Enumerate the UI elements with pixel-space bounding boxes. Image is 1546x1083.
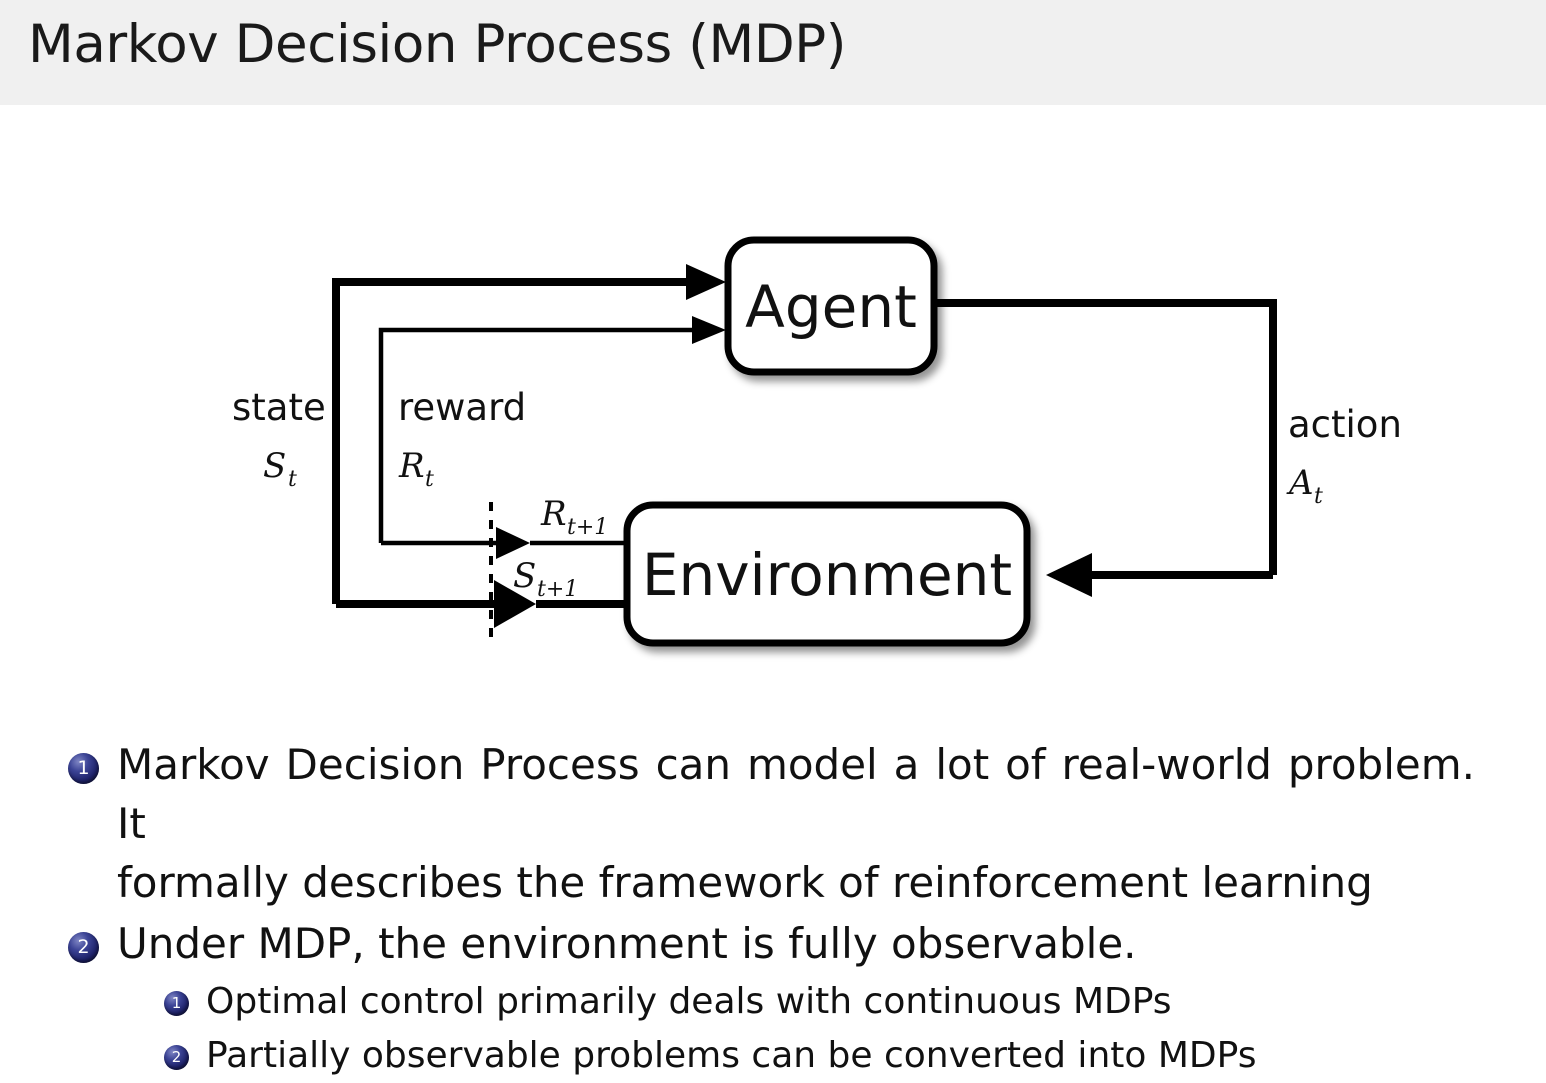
state-feedback-path [332,264,726,628]
slide-header-bar: Markov Decision Process (MDP) [0,0,1546,105]
bullet-text-1-line1: Markov Decision Process can model a lot … [117,740,1475,848]
environment-node-label: Environment [642,541,1012,609]
reward-feedback-path [378,316,726,559]
reward-label-subscript: t [425,467,434,492]
state-label-symbol: S [263,446,286,486]
action-label-subscript: t [1314,484,1323,509]
mdp-agent-environment-diagram: Agent Environment state S t reward R t a… [0,150,1546,690]
state-next-symbol: S [513,556,536,596]
bullet-text-2: Under MDP, the environment is fully obse… [117,914,1475,973]
action-label-word: action [1288,403,1402,446]
action-label-symbol: A [1286,463,1314,503]
reward-next-label: R t+1 [540,494,608,540]
state-label-word: state [232,386,326,429]
sub-bullet-text-1: Optimal control primarily deals with con… [206,981,1172,1022]
list-item: 1 Markov Decision Process can model a lo… [0,735,1546,912]
list-item-sub: 2 Partially observable problems can be c… [0,1029,1546,1082]
state-next-label: S t+1 [513,556,578,602]
page-title: Markov Decision Process (MDP) [28,14,847,75]
reward-label-symbol: R [398,446,425,486]
agent-node[interactable]: Agent [724,236,938,376]
reward-next-subscript: t+1 [567,515,608,540]
action-label: action A t [1286,403,1402,509]
reward-next-symbol: R [540,494,567,534]
bullet-text-1-line2: formally describes the framework of rein… [117,858,1373,907]
state-label: state S t [232,386,326,492]
bullet-text-1: Markov Decision Process can model a lot … [117,735,1475,912]
state-label-subscript: t [288,467,297,492]
environment-node[interactable]: Environment [623,501,1031,647]
sub-bullet-text-2: Partially observable problems can be con… [206,1035,1257,1076]
sub-bullet-marker-1: 1 [164,991,189,1016]
state-next-subscript: t+1 [537,577,578,602]
bullet-text-2-line1: Under MDP, the environment is fully obse… [117,919,1137,968]
reward-label-word: reward [398,386,526,429]
list-item-sub: 1 Optimal control primarily deals with c… [0,975,1546,1028]
bullet-marker-2: 2 [68,932,99,963]
action-path [932,299,1277,597]
list-item: 2 Under MDP, the environment is fully ob… [0,914,1546,973]
agent-node-label: Agent [745,273,917,341]
bullet-list: 1 Markov Decision Process can model a lo… [0,735,1546,1083]
sub-bullet-marker-2: 2 [164,1045,189,1070]
reward-label: reward R t [398,386,526,492]
bullet-marker-1: 1 [68,753,99,784]
